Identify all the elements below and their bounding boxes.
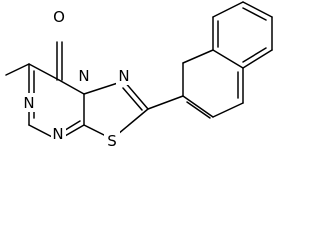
naph-b5-b6 [242,49,273,69]
chemical-structure: O N N N N S [5,1,273,150]
svg-text:N: N [78,67,89,85]
naph-b2-b3 [212,1,244,18]
atom-triazine-n-upper: N [22,93,37,112]
bond-c3-c4 [28,63,60,81]
naph-b3-b4 [242,1,273,18]
svg-text:O: O [53,8,65,26]
naph-b5-b6-double [242,47,267,63]
svg-text:N: N [52,125,63,143]
naph-a1-a2-double [186,101,211,119]
svg-text:S: S [107,132,117,150]
bond-n-thia-c2 [123,80,149,110]
bond-c2-naphthyl [147,95,184,110]
bond-c4-n-bridge [58,79,85,95]
atom-bridgehead-n: N [77,66,92,85]
naph-a5-a6 [182,49,214,64]
atom-thiadiazole-n: N [116,66,132,85]
atom-sulfur: S [104,130,120,150]
naph-a4-a5 [212,49,244,69]
svg-text:N: N [118,67,129,85]
bond-n-thia-c2-double [122,87,143,111]
naph-b3-b4-double [242,7,267,21]
methyl-bond [5,63,30,76]
atom-carbonyl-oxygen: O [52,6,67,26]
svg-text:N: N [23,94,34,112]
atom-triazine-n-lower: N [51,124,66,143]
naph-a2-a3 [212,102,244,118]
naph-a1-a2 [182,95,214,118]
